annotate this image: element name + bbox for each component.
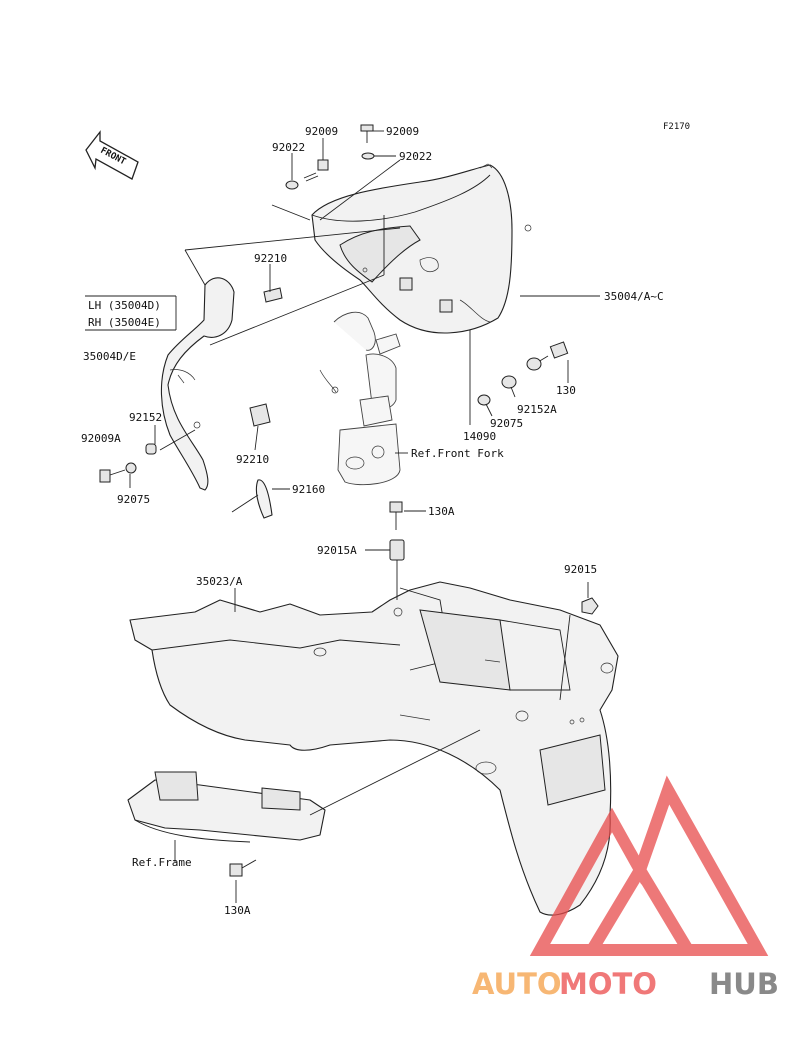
washer-92022-icon: [285, 180, 299, 190]
plate-92160-icon: [255, 479, 273, 519]
callout-130a-b: 130A: [224, 904, 251, 917]
washer-92152a-icon: [526, 357, 542, 371]
bolt-92009-icon: [303, 159, 329, 182]
bolt-130-icon: [537, 341, 569, 363]
rear-fender: [129, 581, 619, 916]
callout-14090: 14090: [463, 430, 496, 443]
callout-92015: 92015: [564, 563, 597, 576]
clip-92210-lower-icon: [249, 403, 271, 427]
callout-92015a: 92015A: [317, 544, 357, 557]
front-fork-bracket: [319, 311, 401, 486]
callout-130a-a: 130A: [428, 505, 455, 518]
collar-92152-icon: [145, 443, 157, 455]
callout-92009-a: 92009: [305, 125, 338, 138]
bolt-92009a-icon: [99, 469, 126, 483]
callout-92022-a: 92022: [272, 141, 305, 154]
leader-lines: [129, 130, 600, 903]
washer-92075-icon: [501, 375, 517, 389]
callout-92075-a: 92075: [490, 417, 523, 430]
callout-35023a: 35023/A: [196, 575, 243, 588]
side-box-lh: LH (35004D): [88, 299, 161, 312]
bolt-130a-lower-icon: [229, 859, 257, 877]
callout-92009a: 92009A: [81, 432, 121, 445]
callout-92210-b: 92210: [236, 453, 269, 466]
callout-92210-a: 92210: [254, 252, 287, 265]
callout-ref-frame: Ref.Frame: [132, 856, 192, 869]
callout-35004-ac: 35004/A~C: [604, 290, 664, 303]
side-box: LH (35004D) RH (35004E): [85, 295, 177, 331]
callout-130: 130: [556, 384, 576, 397]
nut-92015-icon: [581, 597, 599, 615]
callout-92022-b: 92022: [399, 150, 432, 163]
watermark-part1: AUTO: [472, 967, 562, 1001]
callout-92160: 92160: [292, 483, 325, 496]
washer-92022-top-icon: [361, 152, 375, 160]
front-fender: [311, 163, 532, 334]
figure-code: F2170: [663, 122, 690, 132]
automotohub-watermark: AUTO MOTO HUB: [472, 967, 779, 1001]
collar-92015a-icon: [389, 539, 405, 561]
bolt-92009-top-icon: [360, 124, 374, 143]
callout-35004de: 35004D/E: [83, 350, 136, 363]
bolt-130a-icon: [389, 501, 403, 530]
callout-92009-b: 92009: [386, 125, 419, 138]
watermark-part2: MOTO: [559, 967, 657, 1001]
watermark-part3: HUB: [709, 967, 779, 1001]
callout-ref-front-fork: Ref.Front Fork: [411, 447, 504, 460]
automotohub-logo-icon: [529, 775, 769, 956]
callout-92152a: 92152A: [517, 403, 557, 416]
frame-rail: [127, 771, 326, 843]
clip-92210-upper-icon: [263, 287, 283, 303]
washer-14090-icon: [477, 394, 491, 406]
washer-92075-lower-icon: [125, 462, 137, 474]
callout-92075-b: 92075: [117, 493, 150, 506]
front-arrow-icon: FRONT: [85, 130, 139, 180]
inner-fender-lh-rh: [160, 277, 235, 491]
side-box-rh: RH (35004E): [88, 316, 161, 329]
callout-92152: 92152: [129, 411, 162, 424]
